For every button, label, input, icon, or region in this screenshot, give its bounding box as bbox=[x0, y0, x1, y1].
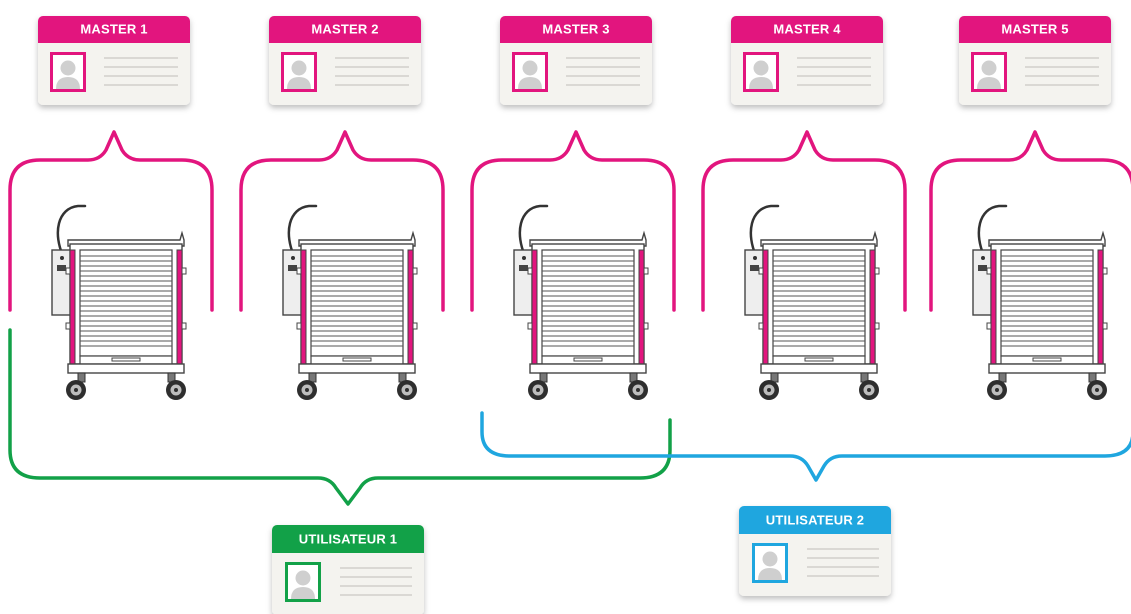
card-lines bbox=[797, 57, 871, 86]
master-bracket bbox=[470, 130, 676, 312]
medical-cart-icon bbox=[971, 204, 1109, 402]
medical-cart-icon bbox=[50, 204, 188, 402]
master-badge: MASTER 4 bbox=[731, 16, 883, 105]
card-lines bbox=[807, 548, 879, 577]
master-badge-title: MASTER 2 bbox=[311, 22, 378, 37]
master-badge-title: MASTER 5 bbox=[1001, 22, 1068, 37]
master-bracket bbox=[929, 130, 1131, 312]
master-badge: MASTER 3 bbox=[500, 16, 652, 105]
avatar-icon bbox=[752, 543, 788, 583]
master-badge-title: MASTER 1 bbox=[80, 22, 147, 37]
master-badge-title: MASTER 4 bbox=[773, 22, 841, 37]
user-2-bracket bbox=[480, 411, 1131, 482]
master-badge: MASTER 1 bbox=[38, 16, 190, 105]
avatar-icon bbox=[285, 562, 321, 602]
avatar-icon bbox=[281, 52, 317, 92]
card-lines bbox=[566, 57, 640, 86]
user-badge-title: UTILISATEUR 1 bbox=[299, 532, 397, 547]
master-badge-title: MASTER 3 bbox=[542, 22, 609, 37]
avatar-icon bbox=[512, 52, 548, 92]
card-lines bbox=[340, 567, 412, 596]
card-lines bbox=[1025, 57, 1099, 86]
master-badge: MASTER 2 bbox=[269, 16, 421, 105]
avatar-icon bbox=[971, 52, 1007, 92]
card-lines bbox=[335, 57, 409, 86]
avatar-icon bbox=[743, 52, 779, 92]
master-bracket bbox=[8, 130, 214, 312]
avatar-icon bbox=[50, 52, 86, 92]
master-bracket bbox=[701, 130, 907, 312]
user-badge: UTILISATEUR 1 bbox=[272, 525, 424, 614]
user-badge: UTILISATEUR 2 bbox=[739, 506, 891, 596]
card-lines bbox=[104, 57, 178, 86]
user-badge-title: UTILISATEUR 2 bbox=[766, 513, 864, 528]
medical-cart-icon bbox=[512, 204, 650, 402]
user-1-bracket bbox=[8, 328, 672, 506]
medical-cart-icon bbox=[281, 204, 419, 402]
master-badge: MASTER 5 bbox=[959, 16, 1111, 105]
medical-cart-icon bbox=[743, 204, 881, 402]
master-bracket bbox=[239, 130, 445, 312]
